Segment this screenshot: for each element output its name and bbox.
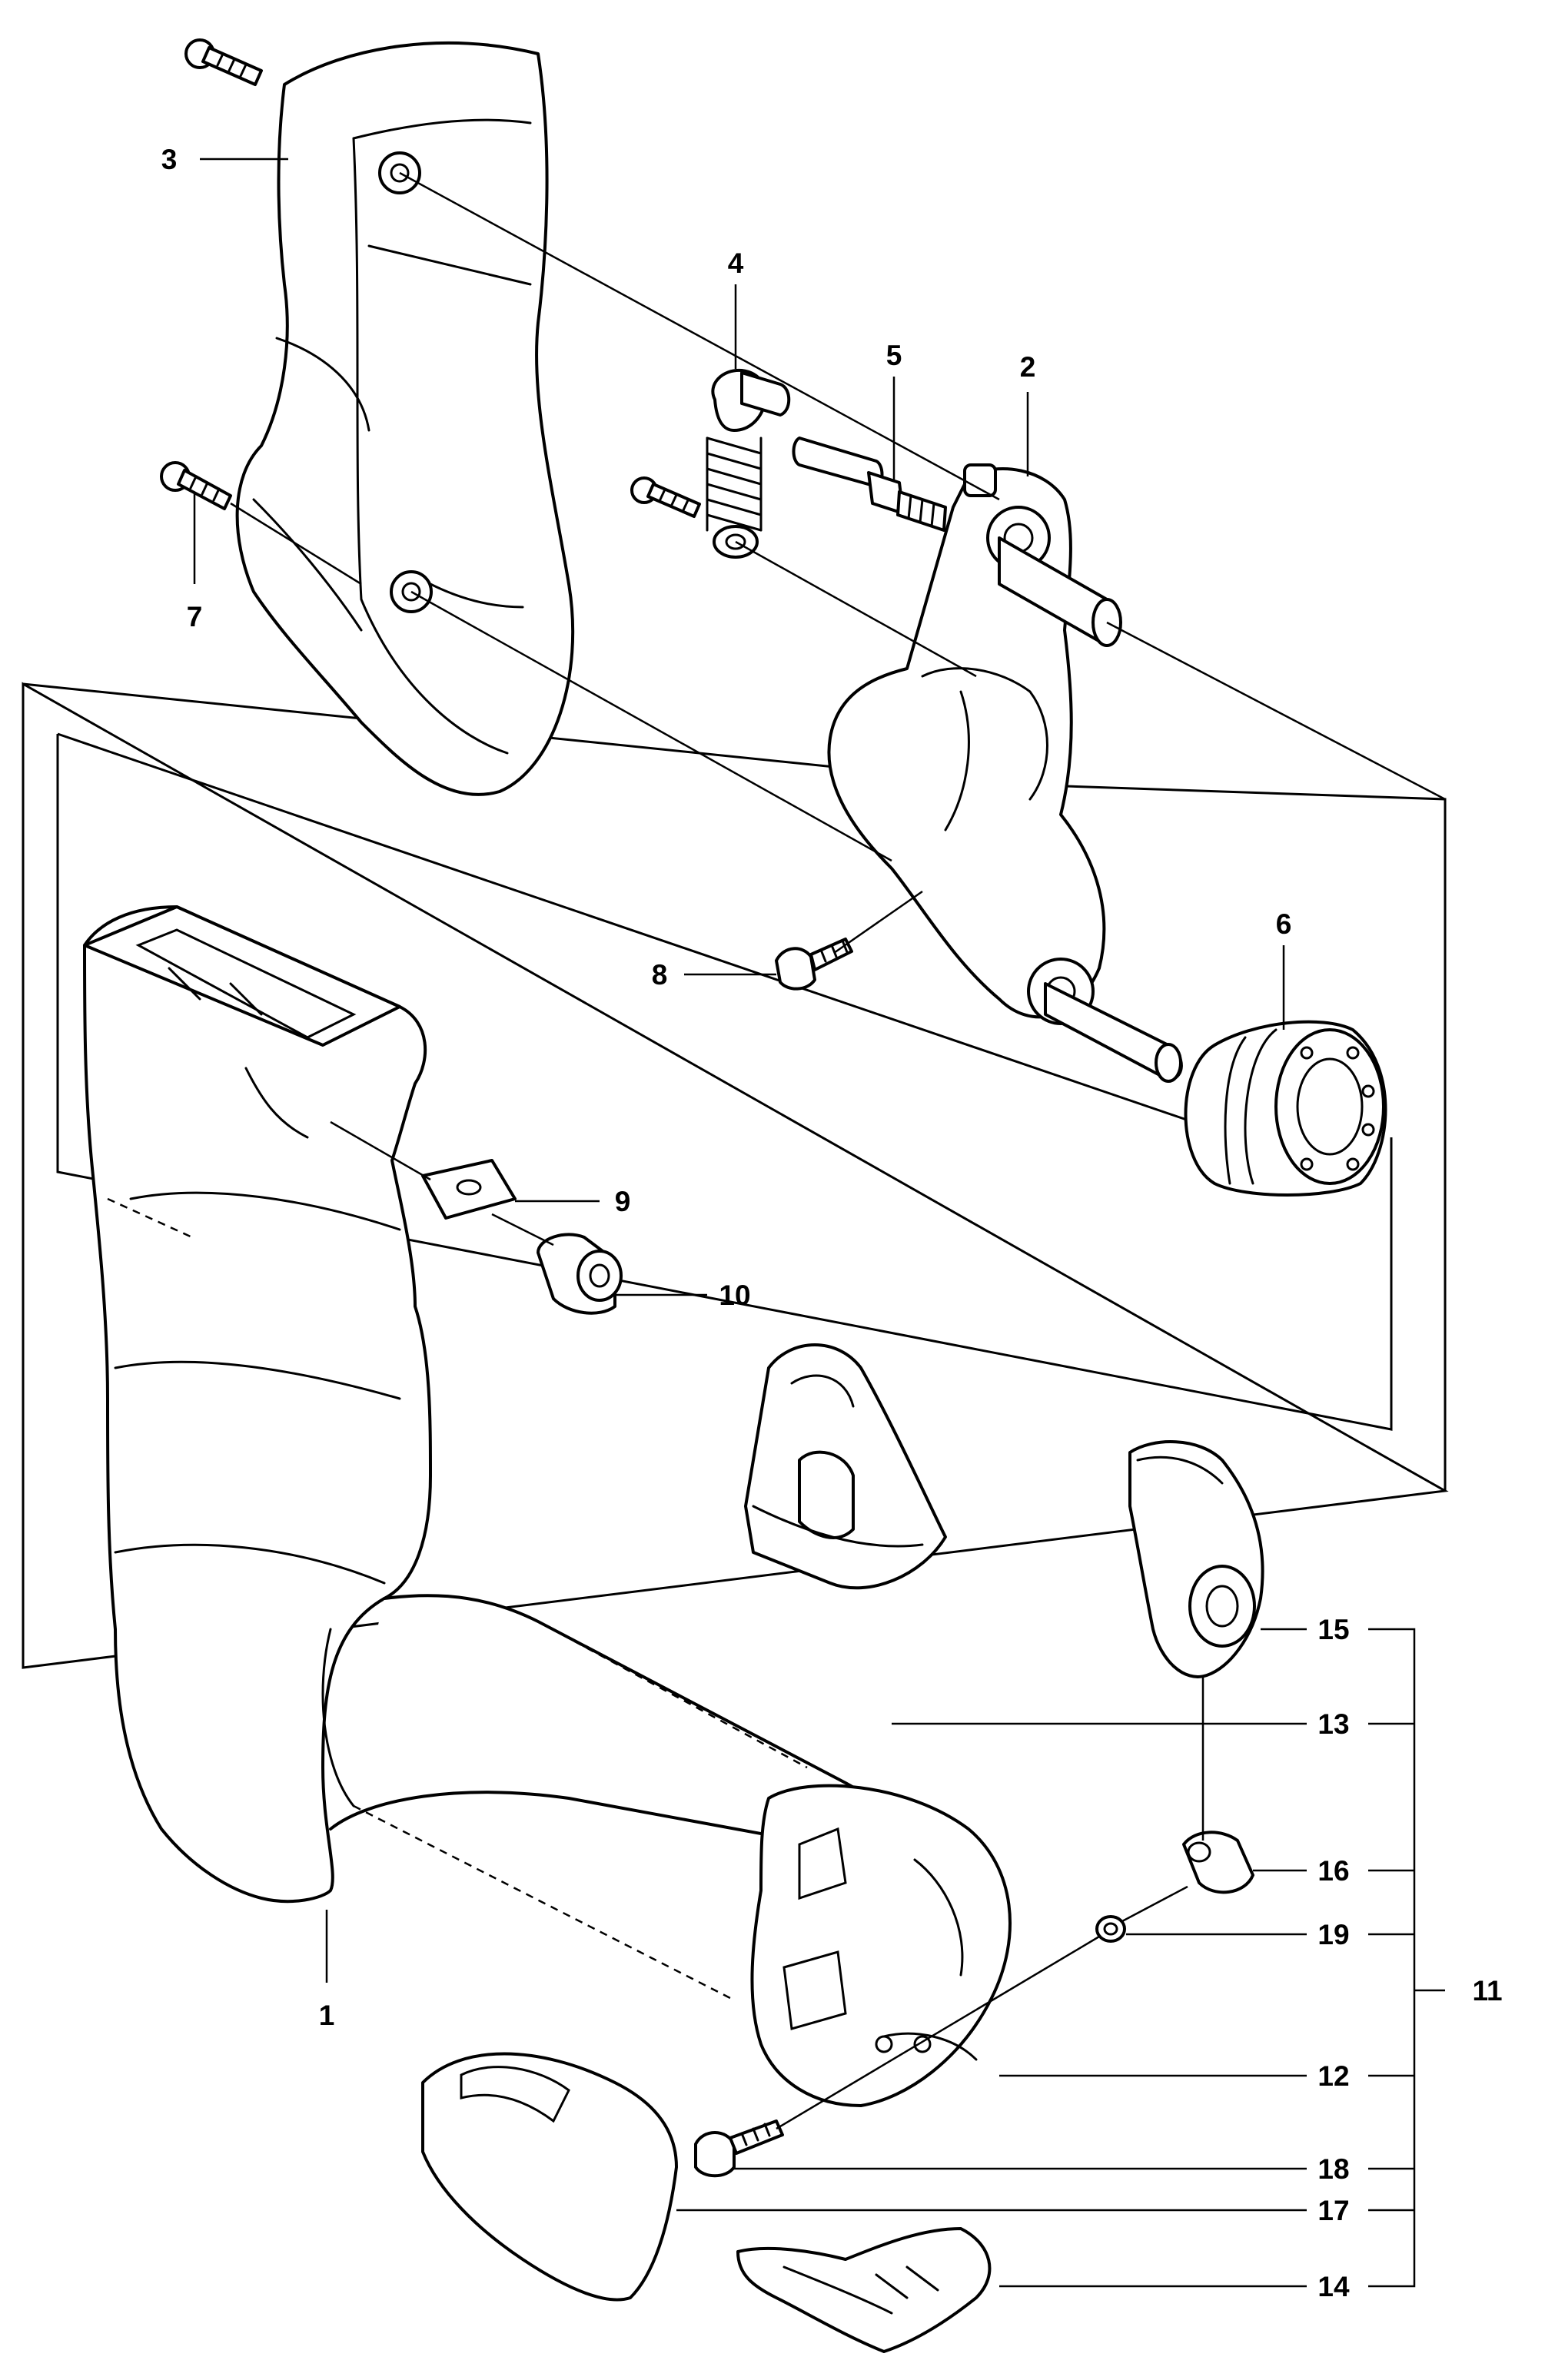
damper-part (1184, 1020, 1387, 1197)
callout-4: 4 (728, 247, 744, 279)
trigger-housing-part (750, 1784, 1012, 2107)
callout-1: 1 (319, 2000, 335, 2031)
callout-2: 2 (1020, 351, 1036, 383)
callout-13: 13 (1317, 1708, 1349, 1740)
callout-19: 19 (1317, 1919, 1349, 1950)
square-nut-part (421, 1159, 517, 1220)
spring-part (706, 368, 791, 559)
clip-part (744, 1343, 947, 1590)
bracket-part (827, 463, 1183, 1083)
callout-15: 15 (1317, 1614, 1349, 1645)
upper-cover-part (235, 41, 575, 796)
callout-11: 11 (1472, 1975, 1502, 2007)
inner-assembly-frame (56, 734, 1393, 1431)
callout-3: 3 (161, 144, 178, 175)
callout-10: 10 (719, 1280, 750, 1311)
screw-part-18 (694, 2119, 784, 2178)
screw-part-7 (160, 461, 232, 510)
trigger-lever-part (1128, 1440, 1264, 1678)
callout-leaders (193, 158, 1445, 2288)
callout-9: 9 (615, 1186, 631, 1217)
callout-12: 12 (1317, 2060, 1349, 2092)
callout-16: 16 (1317, 1855, 1349, 1887)
outer-assembly-frame (22, 682, 1449, 1669)
grip-cover-part (421, 2052, 678, 2302)
washer-part (1095, 1915, 1126, 1943)
callout-7: 7 (187, 601, 203, 632)
screw-part-3 (184, 38, 263, 86)
pin-part-16 (1182, 1831, 1254, 1894)
callout-6: 6 (1276, 908, 1292, 940)
callout-14: 14 (1317, 2271, 1350, 2302)
throttle-lock-part (736, 2227, 992, 2353)
callout-8: 8 (652, 959, 668, 991)
pin-bolt-part (792, 436, 947, 532)
callout-5: 5 (886, 340, 902, 371)
screw-part-8 (775, 938, 853, 991)
callout-labels: 1 2 3 4 5 6 7 8 9 10 11 12 13 14 15 16 1… (161, 144, 1503, 2302)
callout-17: 17 (1317, 2195, 1349, 2226)
callout-18: 18 (1317, 2153, 1349, 2185)
assembly-guide-lines (230, 171, 1446, 2130)
spacer-part (537, 1233, 623, 1315)
screw-part-4 (630, 476, 701, 518)
